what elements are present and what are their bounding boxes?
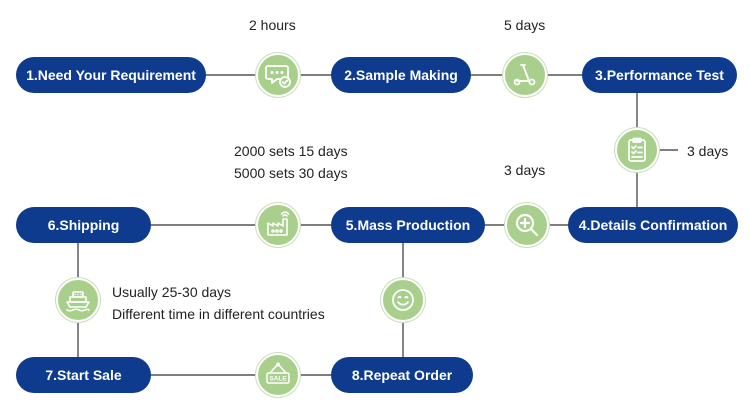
scooter-icon bbox=[503, 53, 547, 97]
ship-icon bbox=[56, 278, 100, 322]
duration-confirmation-to-production: 3 days bbox=[504, 162, 546, 178]
sale-tag-icon: SALE bbox=[256, 353, 300, 397]
chat-check-icon bbox=[256, 53, 300, 97]
step-performance-test: 3.Performance Test bbox=[582, 57, 737, 93]
duration-shipping-to-sale: Usually 25-30 days Different time in dif… bbox=[112, 281, 325, 325]
step-repeat-order: 8.Repeat Order bbox=[331, 357, 473, 393]
step-shipping: 6.Shipping bbox=[16, 207, 151, 243]
duration-shipping-line-1: Usually 25-30 days bbox=[112, 284, 232, 300]
step-mass-production: 5.Mass Production bbox=[331, 207, 485, 243]
clipboard-checklist-icon bbox=[615, 128, 659, 172]
smiley-icon bbox=[381, 278, 425, 322]
duration-sample-to-test: 5 days bbox=[504, 17, 546, 33]
magnifier-plus-icon bbox=[505, 203, 549, 247]
duration-requirement-to-sample: 2 hours bbox=[249, 17, 296, 33]
duration-production-line-2: 5000 sets 30 days bbox=[234, 165, 348, 181]
factory-icon bbox=[256, 203, 300, 247]
duration-shipping-line-2: Different time in different countries bbox=[112, 306, 325, 322]
step-start-sale: 7.Start Sale bbox=[16, 357, 151, 393]
sale-tag-text: SALE bbox=[269, 376, 287, 383]
step-details-confirmation: 4.Details Confirmation bbox=[568, 207, 738, 243]
step-sample-making: 2.Sample Making bbox=[331, 57, 471, 93]
duration-production-line-1: 2000 sets 15 days bbox=[234, 143, 348, 159]
duration-test-to-confirmation: 3 days bbox=[687, 143, 729, 159]
step-need-requirement: 1.Need Your Requirement bbox=[16, 57, 206, 93]
duration-production-to-shipping: 2000 sets 15 days 5000 sets 30 days bbox=[234, 140, 348, 184]
